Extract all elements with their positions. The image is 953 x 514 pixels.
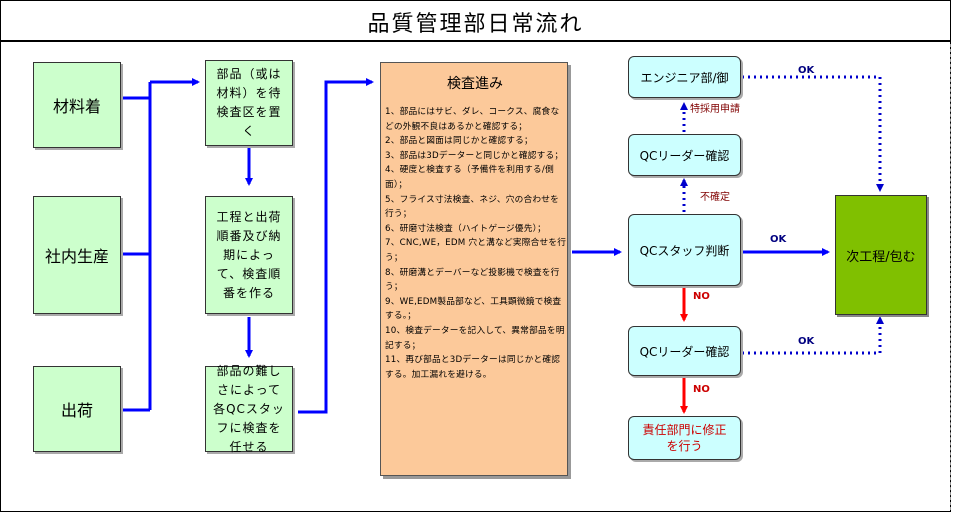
step-order: 工程と出荷順番及び納期によって、検査順番を作る <box>205 196 293 314</box>
inspection-item: 7、CNC,WE，EDM 穴と溝など実際合せを行う； <box>385 238 567 263</box>
node-next-process: 次工程/包む <box>835 195 927 315</box>
label-ok-staff: OK <box>770 234 787 245</box>
node-responsible: 責任部門に修正を行う <box>628 416 741 460</box>
inspection-item: 9、WE,EDM製品部など、工具顕微鏡で検査する。； <box>385 296 562 322</box>
step-place: 部品（或は材料）を待検査区を置く <box>205 60 293 146</box>
source-inhouse: 社内生産 <box>33 196 121 314</box>
inspection-steps-box: 検査進み 1、部品にはサビ、ダレ、コークス、腐食などの外観不良はあるかと確認する… <box>380 62 568 476</box>
edge-leader-ok <box>742 316 884 355</box>
inspection-item: 4、硬度と検査する（予備件を利用する/側面）； <box>385 165 554 190</box>
source-shipment: 出荷 <box>33 366 121 452</box>
source-material-label: 材料着 <box>52 97 101 116</box>
node-qc-leader-bottom-label: QCリーダー確認 <box>639 344 730 359</box>
source-inhouse-label: 社内生産 <box>44 247 109 266</box>
inspection-item: 8、研磨溝とデーバーなど投影機で検査を行う； <box>385 267 560 293</box>
label-ok-leader: OK <box>798 336 815 347</box>
label-ok-engineer: OK <box>798 65 815 76</box>
inspection-item: 3、部品は3Dデーターと同じかと確認する； <box>385 150 564 161</box>
inspection-item: 11、再び部品と3Dデーターは同じかと確認する。加工漏れを避ける。 <box>385 355 561 380</box>
inspection-item: 10、検査データーを記入して、異常部品を明記する； <box>385 325 565 351</box>
node-engineer-label: エンジニア部/御 <box>640 70 729 85</box>
node-qc-staff: QCスタッフ判断 <box>628 214 741 286</box>
inspection-list: 1、部品にはサビ、ダレ、コークス、腐食などの外観不良はあるかと確認する； 2、部… <box>385 105 567 382</box>
node-qc-leader-top-label: QCリーダー確認 <box>639 148 730 163</box>
inspection-item: 1、部品にはサビ、ダレ、コークス、腐食などの外観不良はあるかと確認する； <box>385 107 560 132</box>
node-qc-leader-bottom: QCリーダー確認 <box>628 326 741 376</box>
node-next-process-label: 次工程/包む <box>846 249 916 265</box>
right-dashed-edge <box>950 44 951 510</box>
inspection-item: 6、研磨寸法検査（ハイトゲージ優先）； <box>385 223 547 234</box>
step-assign-label: 部品の難しさによって 各QCスタッフに検査を任せる <box>213 363 285 454</box>
edge-assign-to-checks <box>298 78 374 414</box>
inspection-title: 検査進み <box>447 76 503 92</box>
label-special-request: 特採用申請 <box>690 104 740 115</box>
inspection-item: 2、部品と図面は同じかと確認する； <box>385 136 533 147</box>
page-title: 品質管理部日常流れ <box>367 12 584 37</box>
source-shipment-label: 出荷 <box>60 401 93 420</box>
node-engineer: エンジニア部/御 <box>628 56 741 98</box>
title-bar: 品質管理部日常流れ <box>0 0 951 42</box>
inspection-item: 5、フライス寸法検査、ネジ、穴の合わせを行う； <box>385 194 560 220</box>
label-no-leader: NO <box>693 384 710 395</box>
step-place-label: 部品（或は材料）を待検査区を置く <box>216 67 282 138</box>
node-qc-leader-top: QCリーダー確認 <box>628 134 741 176</box>
source-material: 材料着 <box>33 62 121 148</box>
node-qc-staff-label: QCスタッフ判断 <box>639 243 730 258</box>
label-no-staff: NO <box>693 291 710 302</box>
edge-engineer-ok <box>742 75 884 192</box>
node-responsible-label: 責任部門に修正を行う <box>642 423 727 453</box>
step-assign: 部品の難しさによって 各QCスタッフに検査を任せる <box>205 364 293 454</box>
step-order-label: 工程と出荷順番及び納期によって、検査順番を作る <box>216 209 282 300</box>
label-uncertain: 不確定 <box>700 192 730 203</box>
